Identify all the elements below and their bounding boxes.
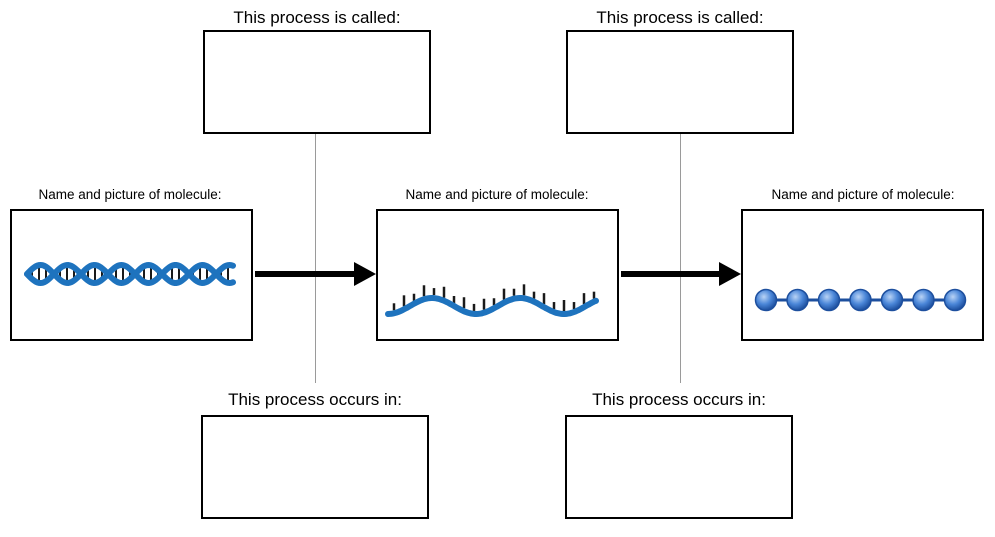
mrna-strand-icon — [385, 284, 599, 317]
arrow-middle-to-right — [621, 262, 741, 286]
amino-acid-bead — [912, 288, 935, 312]
molecule-label-middle: Name and picture of molecule: — [405, 187, 589, 202]
connector-line-left — [315, 133, 316, 383]
occurs-in-label-left: This process occurs in: — [228, 390, 402, 409]
occurs-in-answer-box-right[interactable] — [565, 415, 793, 519]
amino-acid-bead — [786, 288, 809, 312]
protein-chain-icon — [754, 288, 967, 312]
amino-acid-bead — [754, 288, 778, 312]
molecule-label-right: Name and picture of molecule: — [771, 187, 955, 202]
process-called-label-right: This process is called: — [596, 8, 764, 27]
molecule-box-middle[interactable] — [376, 209, 619, 341]
amino-acid-bead — [880, 288, 904, 312]
amino-acid-bead — [849, 288, 872, 312]
amino-acid-bead — [943, 288, 967, 312]
connector-line-right — [680, 133, 681, 383]
process-called-answer-box-right[interactable] — [566, 30, 794, 134]
molecule-label-left: Name and picture of molecule: — [38, 187, 222, 202]
molecule-box-right[interactable] — [741, 209, 984, 341]
amino-acid-bead — [817, 288, 841, 312]
process-called-label-left: This process is called: — [233, 8, 401, 27]
occurs-in-label-right: This process occurs in: — [592, 390, 766, 409]
dna-double-helix-icon — [24, 261, 236, 287]
process-called-answer-box-left[interactable] — [203, 30, 431, 134]
occurs-in-answer-box-left[interactable] — [201, 415, 429, 519]
arrow-left-to-middle — [255, 262, 376, 286]
